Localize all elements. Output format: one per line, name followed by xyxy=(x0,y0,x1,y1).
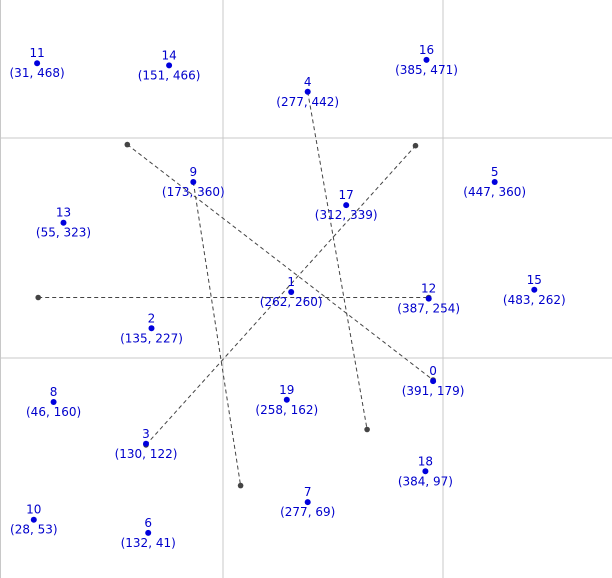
point-coord-label: (258, 162) xyxy=(255,403,318,417)
segment-endpoint xyxy=(35,294,41,301)
point-marker xyxy=(283,396,290,403)
point-marker xyxy=(190,179,197,185)
point-id-label: 7 xyxy=(304,485,312,499)
point-coord-label: (447, 360) xyxy=(463,185,526,199)
point-group: 13 (55, 323) xyxy=(36,206,91,240)
segment-endpoint xyxy=(237,482,244,489)
point-group: 11 (31, 468) xyxy=(10,46,65,80)
labeled-points: 0 (391, 179) 1 (262, 260) 2 (135, 227) 3 (130, … xyxy=(10,43,566,550)
point-coord-label: (132, 41) xyxy=(121,536,176,550)
point-id-label: 18 xyxy=(418,454,433,468)
point-group: 8 (46, 160) xyxy=(26,385,81,419)
point-group: 1 (262, 260) xyxy=(260,275,323,309)
point-group: 12 (387, 254) xyxy=(397,282,460,316)
point-group: 0 (391, 179) xyxy=(402,364,465,398)
point-coord-label: (385, 471) xyxy=(395,63,458,77)
point-marker xyxy=(50,399,57,405)
point-marker xyxy=(145,529,152,536)
point-marker xyxy=(304,88,311,95)
point-coord-label: (277, 442) xyxy=(276,95,339,109)
point-marker xyxy=(34,60,41,67)
point-coord-label: (384, 97) xyxy=(398,474,453,488)
point-coord-label: (262, 260) xyxy=(260,295,323,309)
point-marker xyxy=(166,62,173,69)
dashed-segment xyxy=(307,91,368,430)
point-coord-label: (135, 227) xyxy=(120,331,183,345)
point-marker xyxy=(491,179,498,185)
segment-endpoint xyxy=(124,141,131,148)
point-id-label: 10 xyxy=(26,503,41,517)
point-marker xyxy=(425,295,432,302)
point-coord-label: (483, 262) xyxy=(503,293,566,307)
point-coord-label: (151, 466) xyxy=(138,68,201,82)
point-coord-label: (31, 468) xyxy=(10,66,65,80)
point-id-label: 11 xyxy=(29,46,44,60)
point-coord-label: (312, 339) xyxy=(315,208,378,222)
dashed-segment xyxy=(192,181,242,486)
point-group: 17 (312, 339) xyxy=(315,188,378,222)
point-coord-label: (55, 323) xyxy=(36,226,91,240)
point-coord-label: (130, 122) xyxy=(115,447,178,461)
dashed-segment xyxy=(126,144,434,381)
point-group: 2 (135, 227) xyxy=(120,311,183,345)
point-marker xyxy=(531,286,538,293)
point-marker xyxy=(422,468,429,475)
point-marker xyxy=(343,202,350,209)
point-group: 14 (151, 466) xyxy=(138,48,201,82)
point-coord-label: (46, 160) xyxy=(26,405,81,419)
point-coord-label: (277, 69) xyxy=(280,505,335,519)
segment-endpoint xyxy=(364,426,370,433)
point-id-label: 19 xyxy=(279,383,294,397)
point-id-label: 1 xyxy=(287,275,295,289)
point-id-label: 13 xyxy=(56,206,71,220)
point-group: 9 (173, 360) xyxy=(162,165,225,199)
point-id-label: 8 xyxy=(50,385,58,399)
point-group: 18 (384, 97) xyxy=(398,454,453,488)
point-group: 6 (132, 41) xyxy=(121,516,176,550)
point-id-label: 5 xyxy=(491,165,499,179)
point-id-label: 9 xyxy=(189,165,197,179)
point-marker xyxy=(288,289,295,295)
point-id-label: 14 xyxy=(161,48,176,62)
point-id-label: 15 xyxy=(527,273,542,287)
point-group: 5 (447, 360) xyxy=(463,165,526,199)
point-id-label: 12 xyxy=(421,282,436,296)
point-id-label: 4 xyxy=(304,75,312,89)
point-id-label: 6 xyxy=(144,516,152,530)
point-marker xyxy=(60,219,67,226)
point-coord-label: (173, 360) xyxy=(162,185,225,199)
dashed-segments xyxy=(35,89,436,489)
point-id-label: 3 xyxy=(142,427,150,441)
point-id-label: 16 xyxy=(419,43,434,57)
point-id-label: 17 xyxy=(339,188,354,202)
point-coord-label: (391, 179) xyxy=(402,384,465,398)
point-marker xyxy=(148,325,155,332)
point-group: 15 (483, 262) xyxy=(503,273,566,307)
segment-endpoint xyxy=(412,142,419,149)
point-marker xyxy=(304,499,311,506)
point-marker xyxy=(30,516,37,523)
point-coord-label: (387, 254) xyxy=(397,302,460,316)
point-marker xyxy=(430,378,437,385)
point-group: 7 (277, 69) xyxy=(280,485,335,519)
point-group: 4 (277, 442) xyxy=(276,75,339,109)
point-marker xyxy=(423,56,430,63)
point-group: 3 (130, 122) xyxy=(115,427,178,461)
point-marker xyxy=(143,440,149,447)
point-coord-label: (28, 53) xyxy=(10,523,58,537)
point-id-label: 0 xyxy=(429,364,437,378)
point-id-label: 2 xyxy=(148,311,156,325)
point-group: 16 (385, 471) xyxy=(395,43,458,77)
point-group: 19 (258, 162) xyxy=(255,383,318,417)
point-group: 10 (28, 53) xyxy=(10,503,58,537)
